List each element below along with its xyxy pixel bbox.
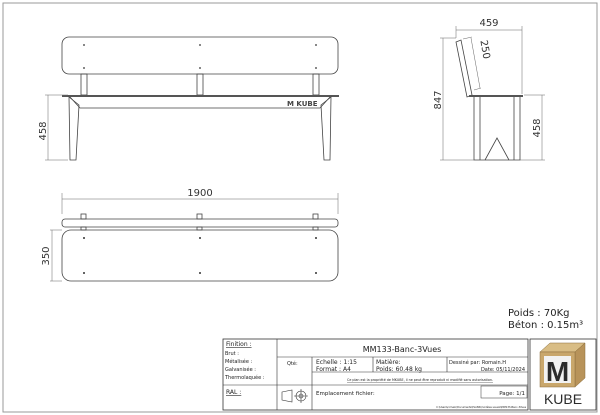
title-block: Finition : Brut : Métalisée : Galvanisée… bbox=[222, 338, 529, 411]
front-backrest-holes bbox=[83, 44, 317, 69]
front-posts bbox=[80, 73, 320, 96]
material-label: Matière: bbox=[376, 359, 401, 366]
side-view: 459 250 847 458 bbox=[433, 18, 545, 161]
front-view: M KUBE 458 bbox=[38, 36, 339, 161]
side-leg-notch bbox=[479, 97, 515, 161]
dim-front-height: 458 bbox=[38, 121, 49, 140]
ownership-notice: Ce plan est la propriété de MKUBE, il ne… bbox=[347, 378, 493, 382]
dim-top-width: 1900 bbox=[187, 188, 212, 199]
dim-line-side-depth bbox=[455, 26, 523, 94]
dim-line-front-height bbox=[45, 94, 68, 161]
note-concrete: Béton : 0.15m³ bbox=[508, 319, 583, 331]
format: Format : A4 bbox=[316, 366, 351, 373]
top-seat-holes bbox=[83, 237, 317, 274]
file-path: C:\Users\romain\Documents\PLANS\modèles … bbox=[436, 405, 526, 409]
weight: Poids: 60.48 kg bbox=[376, 366, 422, 373]
front-right-leg bbox=[320, 96, 332, 161]
dim-side-total-height: 847 bbox=[433, 90, 444, 109]
mkube-logo: M KUBE bbox=[529, 338, 597, 411]
ral-label: RAL : bbox=[226, 389, 241, 396]
finition-metalisee: Métalisée : bbox=[225, 358, 253, 365]
dim-side-backrest: 250 bbox=[477, 39, 491, 60]
side-seat bbox=[469, 95, 523, 97]
front-left-leg bbox=[68, 96, 80, 161]
dim-side-depth: 459 bbox=[479, 18, 498, 29]
file-location-label: Emplacement fichier: bbox=[316, 391, 375, 397]
note-weight: Poids : 70Kg bbox=[508, 308, 569, 319]
dim-line-top-depth bbox=[50, 229, 62, 282]
finition-brut: Brut : bbox=[225, 351, 239, 357]
finition-galvanisee: Galvanisée : bbox=[225, 366, 256, 373]
top-backrest bbox=[61, 218, 339, 228]
projection-symbol-icon bbox=[281, 389, 308, 403]
dim-side-seat-height: 458 bbox=[532, 118, 543, 137]
logo-text: KUBE bbox=[544, 391, 582, 407]
dim-top-depth: 350 bbox=[41, 246, 52, 265]
qte-label: Qté: bbox=[287, 360, 298, 367]
front-frame bbox=[69, 96, 331, 109]
scale: Echelle : 1:15 bbox=[316, 359, 357, 366]
top-brackets bbox=[80, 213, 319, 231]
dim-line-top-width bbox=[61, 193, 339, 214]
dim-line-side-seat-height bbox=[520, 94, 545, 161]
top-seat bbox=[61, 229, 339, 282]
drawing-title: MM133-Banc-3Vues bbox=[363, 345, 442, 354]
finition-label: Finition : bbox=[226, 341, 252, 348]
side-legs bbox=[473, 97, 521, 161]
finition-thermolaquee: Thermolaquée : bbox=[224, 374, 265, 381]
logo-letter: M bbox=[546, 356, 569, 387]
engraving-text: M KUBE bbox=[287, 100, 318, 108]
page-number: Page: 1/1 bbox=[499, 391, 525, 397]
dim-line-side-total-height bbox=[440, 37, 474, 161]
dim-line-side-backrest bbox=[462, 36, 482, 91]
front-seat bbox=[62, 95, 339, 97]
top-view: 1900 350 bbox=[41, 188, 339, 282]
date: Date: 05/11/2024 bbox=[481, 367, 525, 373]
drawn-by: Dessiné par: Romain.H bbox=[449, 359, 506, 366]
side-backrest bbox=[455, 39, 473, 98]
